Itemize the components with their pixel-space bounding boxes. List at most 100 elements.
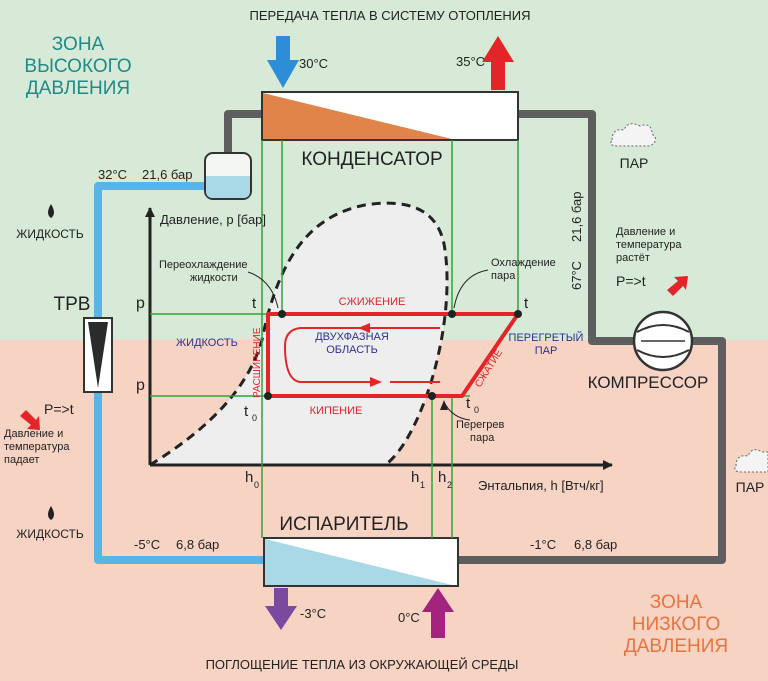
t0-right-label: t [466, 395, 471, 412]
condenser-out-temp: 35°C [456, 54, 485, 69]
liquid-bottom-label: ЖИДКОСТЬ [16, 527, 84, 541]
evaporator [263, 537, 459, 587]
t0-left-sub: 0 [252, 413, 257, 423]
superheat-pointer [440, 400, 448, 410]
left-note-2: температура [4, 441, 70, 453]
vapour-cooling-note-2: пара [491, 270, 516, 282]
steam-top-label: ПАР [620, 155, 649, 171]
two-phase-label-2: ОБЛАСТЬ [326, 344, 378, 356]
liquid-line [94, 182, 205, 318]
cold-out-arrow [265, 588, 297, 630]
expansion-label: РАСШИРЕНИЕ [252, 327, 263, 398]
subcooling-note-2: жидкости [190, 272, 238, 284]
compressor-label: КОМПРЕССОР [588, 373, 709, 392]
receiver-pressure: 21,6 бар [142, 167, 193, 182]
suction-temp: -1°C [530, 537, 556, 552]
liquid-piping [94, 182, 264, 564]
discharge-pressure: 21,6 бар [569, 191, 584, 242]
high-zone-line-2: ВЫСОКОГО [24, 56, 131, 77]
pressure-falls-arrow-icon [20, 410, 40, 430]
hot-gas-line [518, 110, 634, 345]
superheat-note-2: пара [470, 432, 495, 444]
right-note-1: Давление и [616, 226, 675, 238]
right-note-2: температура [616, 239, 682, 251]
state-points [264, 310, 522, 400]
low-zone-label: ЗОНА НИЗКОГО ДАВЛЕНИЯ [624, 592, 728, 657]
compressor-discharge-stub [458, 337, 726, 564]
inner-cycle-arrow [283, 327, 430, 387]
superheated-label-2: ПАР [535, 345, 558, 357]
evaporator-temperature-wedge [265, 539, 452, 585]
cold-in-arrow [422, 588, 454, 638]
t0-left-label: t [244, 403, 249, 420]
expansion-to-evaporator-line [94, 392, 264, 564]
right-rule: P=>t [616, 273, 646, 289]
condenser [261, 91, 519, 141]
expansion-valve [83, 317, 113, 393]
expansion-valve-label: ТРВ [54, 294, 91, 315]
liquid-drop-icon [48, 204, 54, 218]
superheat-note-1: Перегрев [456, 419, 505, 431]
t-right-label: t [524, 295, 529, 312]
receiver-tank [204, 152, 252, 200]
ph-diagram: Давление, p [бар] Энтальпия, h [Втч/кг] … [136, 140, 613, 538]
boiling-label: КИПЕНИЕ [310, 405, 363, 417]
right-note-3: растёт [616, 252, 650, 264]
suction-pressure: 6,8 бар [574, 537, 617, 552]
evaporator-inlet-temp: -5°C [134, 537, 160, 552]
liquid-drop-icon [48, 506, 54, 520]
gas-piping [224, 110, 726, 564]
low-zone-line-1: ЗОНА [650, 592, 703, 613]
condensation-label: СЖИЖЕНИЕ [339, 296, 406, 308]
saturation-curve [149, 201, 449, 467]
p-high-label: p [136, 295, 145, 312]
high-zone-label: ЗОНА ВЫСОКОГО ДАВЛЕНИЯ [24, 34, 131, 99]
left-note-1: Давление и [4, 428, 63, 440]
p-low-label: p [136, 377, 145, 394]
y-axis-label: Давление, p [бар] [160, 212, 266, 227]
evaporator-out-temp: -3°C [300, 606, 326, 621]
compressor [632, 310, 694, 372]
evaporator-in-temp: 0°C [398, 610, 420, 625]
low-zone-line-2: НИЗКОГО [632, 614, 721, 635]
liquid-top-label: ЖИДКОСТЬ [16, 227, 84, 241]
h2-label: h [438, 469, 446, 486]
h0-sub: 0 [254, 480, 259, 490]
h1-label: h [411, 469, 419, 486]
condenser-to-receiver-line [224, 110, 262, 155]
left-rule: P=>t [44, 401, 74, 417]
evaporator-label: ИСПАРИТЕЛЬ [279, 514, 408, 535]
vapour-cooling-note-1: Охлаждение [491, 257, 556, 269]
steam-bottom-label: ПАР [736, 479, 765, 495]
condenser-in-temp: 30°C [299, 56, 328, 71]
low-zone-line-3: ДАВЛЕНИЯ [624, 636, 728, 657]
left-note-3: падает [4, 454, 39, 466]
hot-water-in-arrow [267, 36, 299, 88]
steam-cloud-icon [610, 123, 656, 147]
t-left-label: t [252, 295, 257, 312]
x-axis-label: Энтальпия, h [Втч/кг] [478, 478, 604, 493]
h2-sub: 2 [447, 480, 452, 490]
pressure-rises-arrow-icon [667, 276, 688, 296]
top-caption: ПЕРЕДАЧА ТЕПЛА В СИСТЕМУ ОТОПЛЕНИЯ [249, 8, 530, 23]
two-phase-label-1: ДВУХФАЗНАЯ [315, 331, 389, 343]
bottom-caption: ПОГЛОЩЕНИЕ ТЕПЛА ИЗ ОКРУЖАЮЩЕЙ СРЕДЫ [206, 657, 519, 672]
hot-water-out-arrow [482, 36, 514, 90]
condenser-label: КОНДЕНСАТОР [301, 149, 442, 170]
evaporator-inlet-pressure: 6,8 бар [176, 537, 219, 552]
steam-cloud-icon [734, 449, 768, 473]
two-phase-dome-fill [150, 203, 448, 465]
t0-right-sub: 0 [474, 405, 479, 415]
superheated-label-1: ПЕРЕГРЕТЫЙ [509, 331, 584, 344]
liquid-region-label: ЖИДКОСТЬ [176, 337, 238, 349]
condenser-temperature-wedge [263, 93, 452, 139]
high-zone-line-3: ДАВЛЕНИЯ [26, 78, 130, 99]
subcooling-note-1: Переохлаждение [159, 259, 248, 271]
discharge-temp: 67°C [569, 261, 584, 290]
h0-label: h [245, 469, 253, 486]
high-zone-line-1: ЗОНА [52, 34, 105, 55]
receiver-temp: 32°C [98, 167, 127, 182]
h1-sub: 1 [420, 480, 425, 490]
